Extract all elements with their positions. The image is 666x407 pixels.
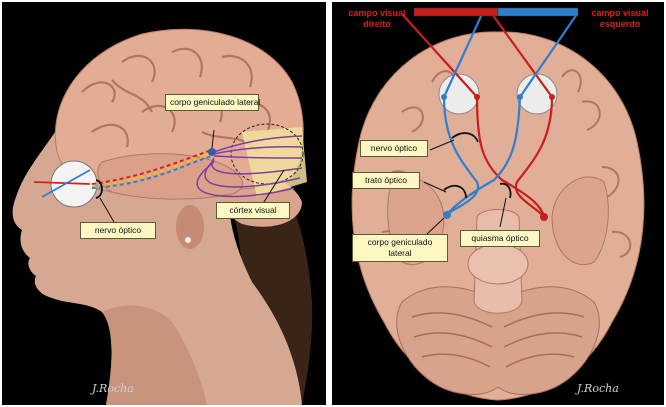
pathway-blue xyxy=(442,96,522,215)
label-corpo-geniculado-lateral: corpo geniculado lateral xyxy=(165,94,260,111)
label-corpo-geniculado-lateral-inferior: corpo geniculado lateral xyxy=(352,234,448,262)
label-nervo-optico-inferior: nervo óptico xyxy=(360,140,428,157)
cerebellum-folia xyxy=(411,312,585,368)
header-campo-visual-direito: campo visual direito xyxy=(348,8,406,29)
label-cortex-visual: córtex visual xyxy=(216,202,290,219)
pathway-red xyxy=(475,96,554,218)
lateral-view-illustration xyxy=(12,28,313,405)
neck-shadow xyxy=(102,305,207,405)
signature-left: J.Rocha xyxy=(92,382,134,395)
bracket-nervo xyxy=(451,132,479,143)
optic-nerve-bracket xyxy=(95,179,103,199)
ray-blue xyxy=(41,169,91,198)
optic-pathway-red xyxy=(91,149,213,185)
lgn-left-dot xyxy=(443,211,451,219)
temporal-lobe xyxy=(97,153,244,200)
leader-nervo xyxy=(99,197,115,223)
ray-blue-left xyxy=(442,13,484,98)
earring xyxy=(185,237,191,243)
ray-blue-right xyxy=(519,13,578,98)
lateral-view-panel: corpo geniculado lateral córtex visual n… xyxy=(2,2,326,405)
header-campo-visual-esquerdo: campo visual esquerdo xyxy=(591,8,649,29)
leader-geniculado xyxy=(211,129,215,149)
inferior-view-illustration xyxy=(351,7,645,401)
bracket-quiasma xyxy=(499,182,512,199)
bracket-trato xyxy=(443,184,467,199)
ray-red-left xyxy=(401,13,478,98)
label-quiasma-optico: quiasma óptico xyxy=(460,230,540,247)
pons xyxy=(467,243,529,285)
optic-radiations xyxy=(196,135,303,198)
temporal-lobe-right xyxy=(551,176,609,266)
leader-cortex xyxy=(263,169,285,203)
inferior-view-panel: campo visual direito campo visual esquer… xyxy=(332,2,664,405)
visual-field-bar-red xyxy=(413,7,499,17)
ray-red xyxy=(33,181,91,185)
ray-red-right xyxy=(491,13,553,98)
optic-pathway-yellow xyxy=(91,152,213,187)
label-nervo-optico-lateral: nervo óptico xyxy=(80,222,156,239)
label-trato-optico: trato óptico xyxy=(352,172,420,189)
visual-field-bar-blue xyxy=(497,7,579,17)
optic-pathway-blue xyxy=(91,155,213,189)
ear xyxy=(176,205,204,249)
lgn-right-dot xyxy=(540,213,548,221)
signature-right: J.Rocha xyxy=(577,382,619,395)
